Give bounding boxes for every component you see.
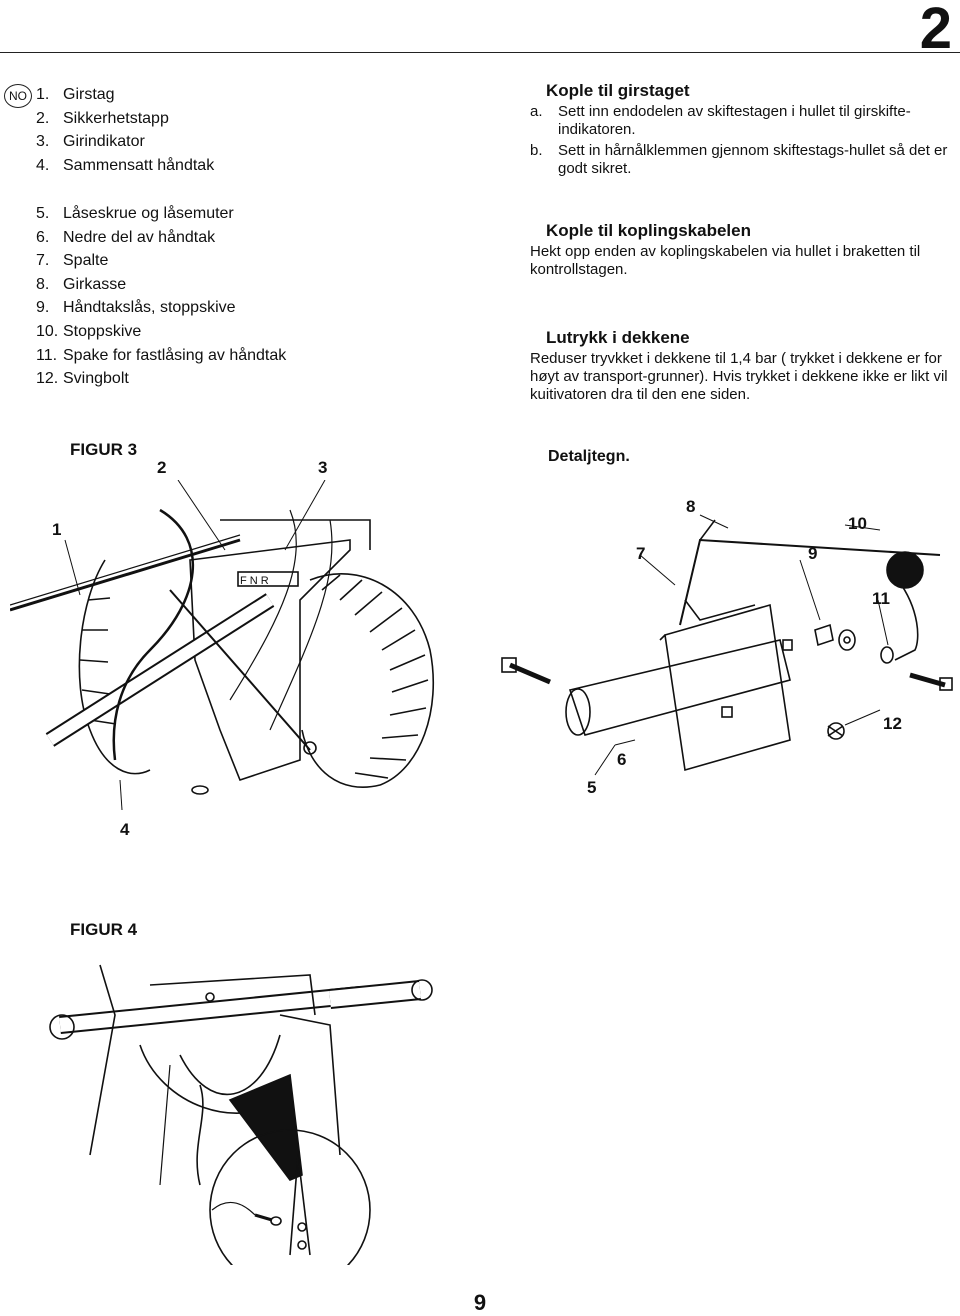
callout-6: 6 — [617, 750, 627, 769]
callout-7: 7 — [636, 544, 646, 563]
list-item-label: Stoppskive — [63, 322, 142, 340]
list-item-number: 10. — [36, 322, 59, 340]
list-item-label: Svingbolt — [63, 370, 129, 388]
callout-5: 5 — [587, 778, 597, 797]
list-item-number: 12. — [36, 370, 59, 388]
callout-1: 1 — [52, 520, 62, 539]
step-letter: b. — [530, 142, 543, 159]
step-text: Sett in hårnålklemmen gjennom skiftestag… — [558, 142, 948, 177]
list-item: 7. Spalte — [36, 249, 286, 273]
list-item-number: 5. — [36, 205, 50, 222]
list-item-label: Spake for fastlåsing av håndtak — [63, 346, 287, 364]
figure4-label: FIGUR 4 — [70, 920, 138, 939]
list-item: 6. Nedre del av håndtak — [36, 226, 286, 250]
list-item-label: Sikkerhetstapp — [63, 109, 169, 127]
list-item: 2. Sikkerhetstapp — [36, 107, 214, 131]
list-item-label: Girstag — [63, 86, 115, 103]
figure3-detail-illustration — [501, 514, 953, 776]
callout-2: 2 — [157, 458, 167, 477]
section-koplingskabel: Kople til koplingskabelen Hekt opp enden… — [530, 221, 955, 279]
figure3-detail-label: Detaljtegn. — [548, 448, 630, 465]
list-item: 4. Sammensatt håndtak — [36, 154, 214, 178]
list-item-number: 3. — [36, 133, 50, 151]
callout-3: 3 — [318, 458, 328, 477]
figure4-illustration — [49, 964, 433, 1265]
figure3-tiller-illustration: F N R — [10, 480, 434, 811]
chapter-number: 2 — [919, 0, 952, 61]
list-item: 3. Girindikator — [36, 130, 214, 154]
callout-12: 12 — [883, 714, 902, 733]
list-item: 5. Låseskrue og låsemuter — [36, 202, 286, 226]
list-item-label: Håndtakslås, stoppskive — [63, 299, 236, 317]
list-item-label: Girkasse — [63, 275, 127, 293]
callout-4: 4 — [120, 820, 130, 839]
list-item: 8. Girkasse — [36, 273, 286, 297]
list-item: 11. Spake for fastlåsing av håndtak — [36, 344, 286, 368]
list-item-label: Girindikator — [63, 133, 145, 151]
list-item-number: 7. — [36, 252, 50, 270]
list-item-number: 6. — [36, 228, 50, 246]
section-text: Hekt opp enden av koplingskabelen via hu… — [530, 243, 921, 278]
list-item-label: Låseskrue og låsemuter — [63, 205, 234, 222]
section-steps: a. Sett inn endodelen av skiftestagen i h… — [530, 103, 955, 178]
list-item-number: 8. — [36, 275, 50, 293]
list-item: 1. Girstag — [36, 83, 214, 107]
header-rule — [0, 52, 960, 53]
svg-text:F N R: F N R — [240, 575, 269, 587]
list-item-number: 11. — [36, 346, 58, 364]
step-text: Sett inn endodelen av skiftestagen i hul… — [558, 103, 911, 138]
list-item-label: Spalte — [63, 252, 109, 270]
list-item-number: 1. — [36, 86, 50, 103]
callout-9: 9 — [808, 544, 818, 563]
step-letter: a. — [530, 103, 543, 120]
callout-11: 11 — [872, 589, 890, 608]
section-title: Kople til girstaget — [546, 81, 690, 100]
section-title: Kople til koplingskabelen — [546, 221, 751, 240]
list-item-number: 9. — [36, 299, 50, 317]
list-item: 9. Håndtakslås, stoppskive — [36, 296, 286, 320]
callout-10: 10 — [848, 514, 867, 533]
list-item: 10.Stoppskive — [36, 320, 286, 344]
section-girstag: Kople til girstaget a. Sett inn endodelen… — [530, 81, 955, 178]
list-item-label: Nedre del av håndtak — [63, 228, 216, 246]
parts-list-group-1: 1. Girstag 2. Sikkerhetstapp 3. Girindikato… — [36, 83, 214, 177]
section-text: Reduser tryvkket i dekkene til 1,4 bar (… — [530, 350, 948, 403]
step-a: a. Sett inn endodelen av skiftestagen i h… — [530, 103, 955, 139]
list-item-label: Sammensatt håndtak — [63, 156, 215, 174]
list-item: 12.Svingbolt — [36, 367, 286, 391]
language-badge: NO — [4, 84, 32, 108]
section-lufttrykk: Lutrykk i dekkene Reduser tryvkket i dek… — [530, 328, 955, 404]
section-title: Lutrykk i dekkene — [546, 328, 690, 347]
parts-list-group-2: 5. Låseskrue og låsemuter 6. Nedre del av … — [36, 202, 286, 391]
page-number: 9 — [473, 1290, 487, 1315]
list-item-number: 2. — [36, 109, 50, 127]
list-item-number: 4. — [36, 156, 50, 174]
figure3-label: FIGUR 3 — [70, 440, 138, 459]
callout-8: 8 — [686, 497, 696, 516]
step-b: b. Sett in hårnålklemmen gjennom skiftest… — [530, 142, 955, 178]
